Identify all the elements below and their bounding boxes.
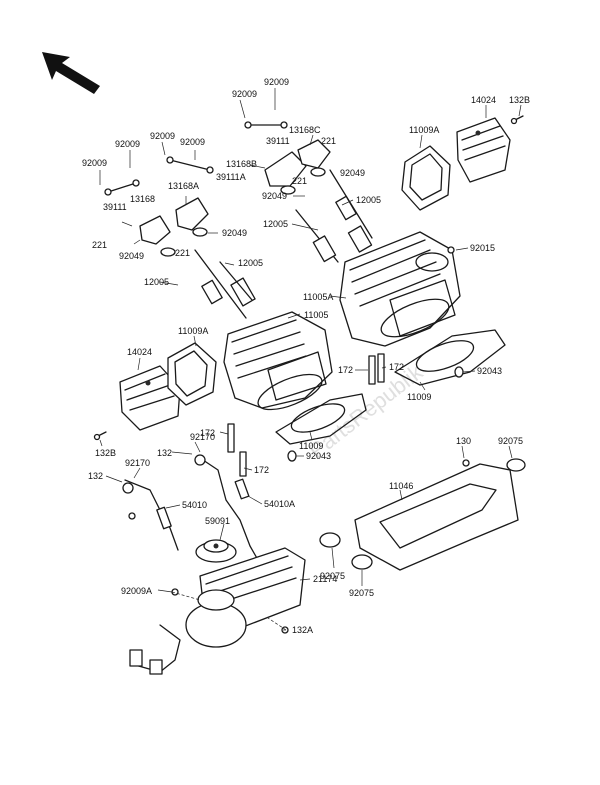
label-92009: 92009 (150, 131, 175, 141)
label-92049: 92049 (340, 168, 365, 178)
label-172: 172 (200, 428, 215, 438)
label-13168A: 13168A (168, 181, 199, 191)
label-92170: 92170 (190, 432, 215, 442)
label-221: 221 (175, 248, 190, 258)
mounting-bracket (319, 458, 526, 571)
label-92075: 92075 (320, 571, 345, 581)
label-39111A: 39111A (216, 172, 246, 182)
label-39111: 39111 (103, 202, 127, 212)
drive-pulley (195, 539, 237, 563)
right-shaft-assembly (295, 169, 373, 263)
label-92009: 92009 (232, 89, 257, 99)
upper-linkage-parts (104, 121, 331, 257)
left-shaft-assembly (194, 249, 256, 319)
label-132: 132 (88, 471, 103, 481)
right-cylinder-block (339, 231, 461, 347)
label-132B: 132B (509, 95, 530, 105)
label-54010A: 54010A (264, 499, 295, 509)
right-cylinder-gasket (394, 329, 506, 386)
right-exhaust-valve-housing (456, 117, 511, 183)
front-direction-arrow-icon (42, 52, 100, 94)
label-11009A: 11009A (178, 326, 208, 336)
label-11009: 11009 (407, 392, 431, 402)
label-54010: 54010 (182, 500, 207, 510)
sensor-cables (122, 454, 259, 561)
label-92009: 92009 (180, 137, 205, 147)
left-cylinder-gasket (275, 393, 367, 445)
label-14024: 14024 (127, 347, 152, 357)
label-221: 221 (92, 240, 107, 250)
part-labels: 92009 92009 39111 92009 92009 92009 3911… (82, 77, 530, 635)
bolts-and-studs (93, 115, 524, 634)
label-92049: 92049 (119, 251, 144, 261)
right-valve-gasket (401, 145, 451, 211)
label-11009: 11009 (299, 441, 323, 451)
label-92009: 92009 (264, 77, 289, 87)
label-11005A: 11005A (303, 292, 333, 302)
label-13168: 13168 (130, 194, 155, 204)
left-cylinder-block (223, 311, 333, 411)
label-12005: 12005 (356, 195, 381, 205)
label-12005: 12005 (238, 258, 263, 268)
label-92170: 92170 (125, 458, 150, 468)
label-11005: 11005 (304, 310, 328, 320)
label-59091: 59091 (205, 516, 230, 526)
label-13168B: 13168B (226, 159, 257, 169)
left-exhaust-valve-housing (119, 365, 181, 431)
label-92009: 92009 (115, 139, 140, 149)
label-11009A: 11009A (409, 125, 439, 135)
label-132B: 132B (95, 448, 116, 458)
label-13168C: 13168C (289, 125, 321, 135)
label-39111: 39111 (266, 136, 290, 146)
label-172: 172 (389, 362, 404, 372)
valve-actuator-motor (129, 547, 306, 675)
label-172: 172 (254, 465, 269, 475)
label-221: 221 (321, 136, 336, 146)
label-221: 221 (292, 176, 307, 186)
leader-lines (99, 88, 522, 631)
label-132: 132 (157, 448, 172, 458)
label-92049: 92049 (262, 191, 287, 201)
label-92015: 92015 (470, 243, 495, 253)
label-12005: 12005 (144, 277, 169, 287)
label-132A: 132A (292, 625, 313, 635)
label-92009A: 92009A (121, 586, 152, 596)
label-21174: 21174 (313, 574, 337, 584)
label-92043: 92043 (477, 366, 502, 376)
label-14024: 14024 (471, 95, 496, 105)
label-92075: 92075 (498, 436, 523, 446)
label-92049: 92049 (222, 228, 247, 238)
label-130: 130 (456, 436, 471, 446)
label-12005: 12005 (263, 219, 288, 229)
label-92009: 92009 (82, 158, 107, 168)
left-valve-gasket (167, 342, 217, 406)
label-92043: 92043 (306, 451, 331, 461)
label-11046: 11046 (389, 481, 413, 491)
label-92075: 92075 (349, 588, 374, 598)
label-172: 172 (338, 365, 353, 375)
